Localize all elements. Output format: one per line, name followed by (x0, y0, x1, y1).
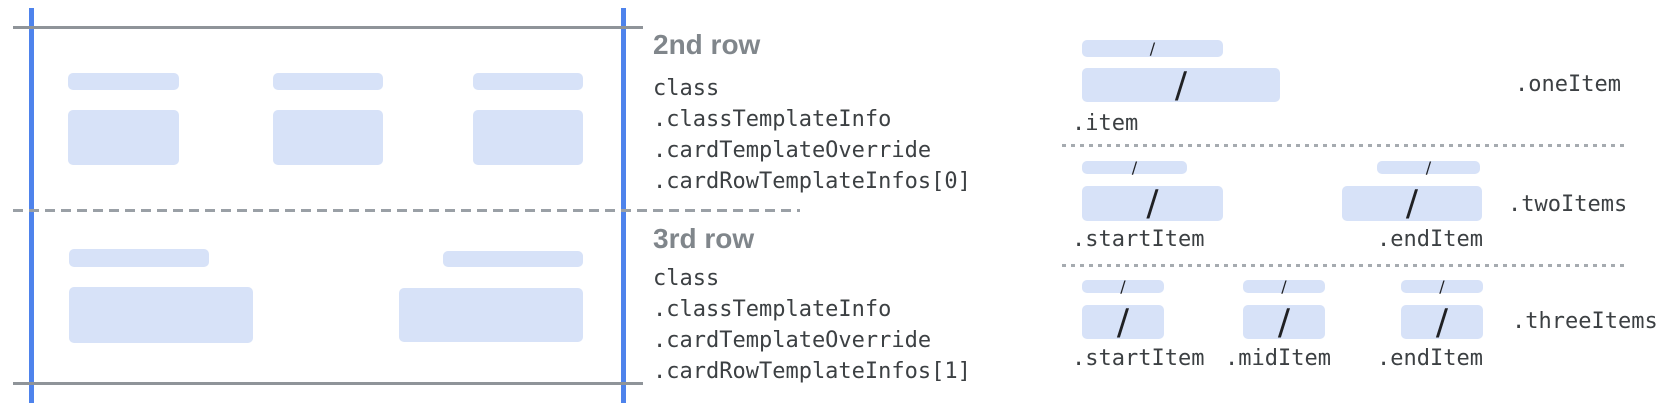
placeholder-slash-icon: / (1425, 158, 1432, 177)
row3-code-line-cardtemplateoverride: .cardTemplateOverride (653, 328, 932, 353)
threeitems-mid-value-bar: / (1243, 302, 1325, 343)
placeholder-slash-icon: / (1277, 301, 1291, 343)
placeholder-slash-icon: / (1149, 39, 1156, 58)
twoitems-start-label-bar: / (1082, 158, 1187, 177)
threeitems-miditem-label: .midItem (1225, 346, 1331, 371)
section-separator-dotted-line (1062, 144, 1628, 147)
twoitems-start-value-bar: / (1082, 183, 1223, 224)
row2-col1-label-bar (68, 73, 179, 90)
row3-col2-value-bar (399, 288, 583, 342)
card-right-margin-guide (621, 8, 626, 403)
oneitem-value-bar: / (1082, 65, 1280, 106)
row3-col1-value-bar (69, 287, 253, 343)
row3-col1-label-bar (69, 249, 209, 267)
placeholder-slash-icon: / (1435, 301, 1449, 343)
twoitems-startitem-label: .startItem (1072, 227, 1205, 252)
row3-heading: 3rd row (653, 223, 755, 254)
row2-code-line-class: class (653, 76, 720, 101)
placeholder-slash-icon: / (1439, 277, 1445, 296)
section-separator-dotted-line (1062, 264, 1628, 267)
threeitems-enditem-label: .endItem (1377, 346, 1483, 371)
twoitems-end-label-bar: / (1377, 158, 1480, 177)
row3-code-line-class: class (653, 266, 720, 291)
row3-code-line-classtemplateinfo: .classTemplateInfo (653, 297, 892, 322)
row2-col3-value-bar (473, 110, 583, 165)
placeholder-slash-icon: / (1120, 277, 1126, 296)
placeholder-slash-icon: / (1281, 277, 1287, 296)
row2-heading: 2nd row (653, 29, 761, 60)
row2-col2-label-bar (273, 73, 383, 90)
twoitems-end-value-bar: / (1342, 183, 1482, 224)
card-bottom-edge-line (13, 382, 643, 385)
row2-col3-label-bar (473, 73, 583, 90)
threeitems-section-label: .threeItems (1512, 309, 1658, 334)
twoitems-section-label: .twoItems (1508, 192, 1628, 217)
threeitems-startitem-label: .startItem (1072, 346, 1205, 371)
placeholder-slash-icon: / (1405, 183, 1419, 224)
row2-col2-value-bar (273, 110, 383, 165)
row-divider-dashed-line (13, 209, 800, 212)
oneitem-section-label: .oneItem (1515, 72, 1621, 97)
card-left-margin-guide (29, 8, 34, 403)
card-top-edge-line (13, 26, 643, 29)
placeholder-slash-icon: / (1131, 158, 1138, 177)
row2-col1-value-bar (68, 110, 179, 165)
row2-code-line-cardtemplateoverride: .cardTemplateOverride (653, 138, 932, 163)
placeholder-slash-icon: / (1174, 64, 1188, 106)
oneitem-item-label: .item (1072, 111, 1139, 136)
placeholder-slash-icon: / (1146, 183, 1159, 224)
threeitems-start-label-bar: / (1082, 277, 1164, 296)
oneitem-label-bar: / (1082, 39, 1223, 58)
threeitems-end-label-bar: / (1401, 277, 1483, 296)
row3-code-line-cardrowtemplateinfos: .cardRowTemplateInfos[1] (653, 359, 971, 384)
placeholder-slash-icon: / (1116, 301, 1130, 343)
row2-code-line-classtemplateinfo: .classTemplateInfo (653, 107, 892, 132)
threeitems-start-value-bar: / (1082, 302, 1164, 343)
row3-col2-label-bar (443, 251, 583, 267)
twoitems-enditem-label: .endItem (1377, 227, 1483, 252)
row2-code-line-cardrowtemplateinfos: .cardRowTemplateInfos[0] (653, 169, 971, 194)
threeitems-end-value-bar: / (1401, 302, 1483, 343)
threeitems-mid-label-bar: / (1243, 277, 1325, 296)
